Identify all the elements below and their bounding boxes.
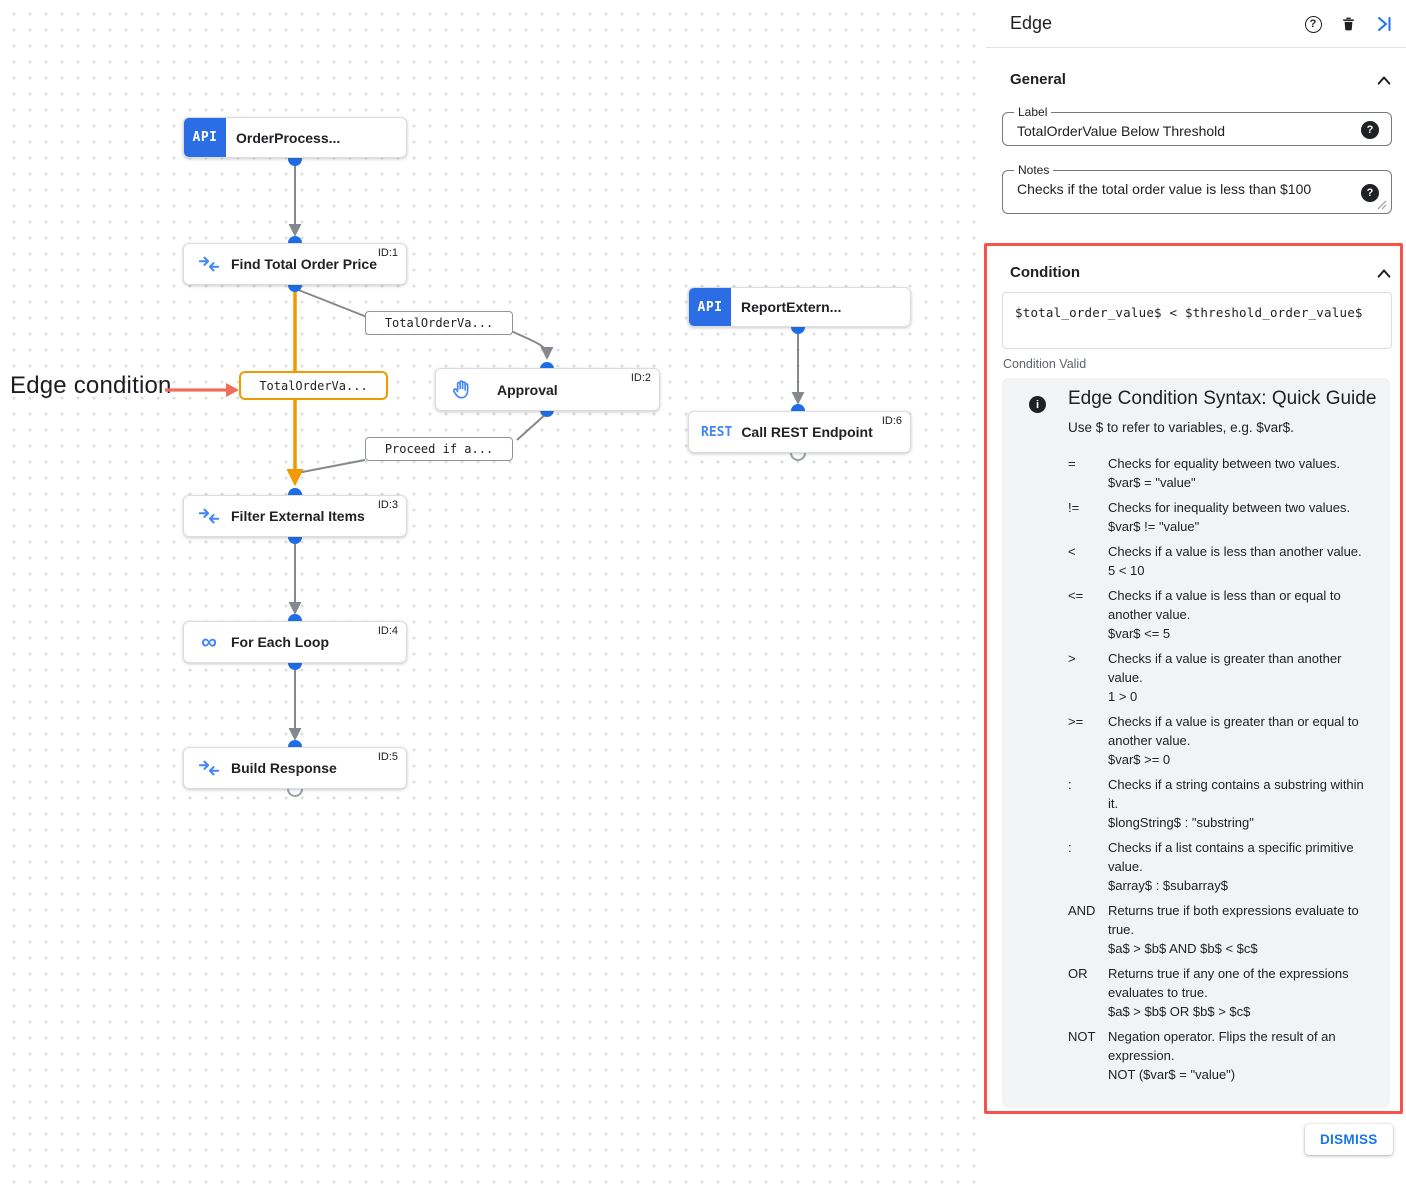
edge-config-panel: Edge ? General Label ? Notes Checks if t… xyxy=(986,0,1406,1189)
guide-title: Edge Condition Syntax: Quick Guide xyxy=(1068,388,1377,409)
guide-rule: : Checks if a string contains a substrin… xyxy=(1068,777,1364,830)
node-build-response[interactable]: Build Response ID:5 xyxy=(183,747,407,789)
guide-rule: NOT Negation operator. Flips the result … xyxy=(1068,1029,1336,1082)
edge-approval-label xyxy=(516,412,548,441)
node-title: OrderProcess... xyxy=(236,129,341,146)
field-help-icon[interactable]: ? xyxy=(1361,121,1379,139)
guide-intro: Use $ to refer to variables, e.g. $var$. xyxy=(1068,420,1294,435)
annotation-arrow-icon xyxy=(165,383,239,397)
guide-rule: > Checks if a value is greater than anot… xyxy=(1068,651,1342,704)
edge-findtotal-label xyxy=(295,288,373,320)
node-title: Approval xyxy=(497,381,558,398)
label-input[interactable] xyxy=(1003,113,1391,145)
help-icon[interactable]: ? xyxy=(1303,14,1323,34)
node-title: Filter External Items xyxy=(231,508,365,524)
node-id: ID:5 xyxy=(377,751,398,763)
edge-label-condition[interactable]: TotalOrderVa... xyxy=(239,371,388,400)
guide-rule: = Checks for equality between two values… xyxy=(1068,456,1340,490)
edge-label-to-approval[interactable]: TotalOrderVa... xyxy=(365,311,513,335)
field-help-icon[interactable]: ? xyxy=(1361,184,1379,202)
edge-label-from-approval[interactable]: Proceed if a... xyxy=(365,437,513,461)
rest-icon: REST xyxy=(701,424,733,440)
guide-rule: < Checks if a value is less than another… xyxy=(1068,544,1362,578)
api-badge: API xyxy=(184,118,226,157)
panel-header: Edge ? xyxy=(986,0,1406,48)
general-section-heading: General xyxy=(1010,71,1066,88)
node-filter-external-items[interactable]: Filter External Items ID:3 xyxy=(183,495,407,537)
node-id: ID:3 xyxy=(377,499,398,511)
guide-rule: != Checks for inequality between two val… xyxy=(1068,500,1351,534)
node-for-each-loop[interactable]: ∞ For Each Loop ID:4 xyxy=(183,621,407,663)
guide-rule: AND Returns true if both expressions eva… xyxy=(1068,903,1359,956)
hand-icon xyxy=(449,378,473,402)
chevron-up-icon[interactable] xyxy=(1376,266,1392,282)
label-field[interactable]: Label ? xyxy=(1002,105,1392,146)
panel-title: Edge xyxy=(1010,13,1053,33)
node-title: Call REST Endpoint xyxy=(741,424,873,440)
notes-field-label: Notes xyxy=(1014,163,1054,177)
notes-input[interactable]: Checks if the total order value is less … xyxy=(1003,171,1391,213)
edge-label-approval xyxy=(510,330,554,360)
label-field-label: Label xyxy=(1014,105,1052,119)
guide-rule: OR Returns true if any one of the expres… xyxy=(1068,966,1349,1019)
node-find-total-order-price[interactable]: Find Total Order Price ID:1 xyxy=(183,243,407,285)
node-id: ID:6 xyxy=(881,415,902,427)
guide-rule: <= Checks if a value is less than or equ… xyxy=(1068,588,1341,641)
guide-rule: >= Checks if a value is greater than or … xyxy=(1068,714,1359,767)
data-mapping-icon xyxy=(197,252,221,276)
node-report-extern[interactable]: API ReportExtern... xyxy=(688,287,911,327)
condition-expression-box[interactable]: $total_order_value$ < $threshold_order_v… xyxy=(1002,292,1392,349)
data-mapping-icon xyxy=(197,504,221,528)
collapse-panel-icon[interactable] xyxy=(1374,14,1394,34)
delete-icon[interactable] xyxy=(1338,14,1358,34)
notes-field[interactable]: Notes Checks if the total order value is… xyxy=(1002,163,1392,214)
guide-rule: : Checks if a list contains a specific p… xyxy=(1068,840,1354,893)
edge-label-merge xyxy=(296,459,366,474)
node-approval[interactable]: Approval ID:2 xyxy=(435,368,660,411)
api-badge: API xyxy=(689,288,731,326)
condition-syntax-guide: i Edge Condition Syntax: Quick Guide Use… xyxy=(1002,378,1390,1108)
loop-icon: ∞ xyxy=(201,629,217,654)
node-id: ID:4 xyxy=(377,625,398,637)
node-id: ID:1 xyxy=(377,247,398,259)
condition-section-heading: Condition xyxy=(1010,264,1080,281)
data-mapping-icon xyxy=(197,756,221,780)
node-order-process[interactable]: API OrderProcess... xyxy=(183,117,407,158)
node-title: Build Response xyxy=(231,760,337,776)
condition-status: Condition Valid xyxy=(1003,357,1087,371)
node-title: For Each Loop xyxy=(231,634,329,650)
node-id: ID:2 xyxy=(630,372,651,384)
guide-rules: = Checks for equality between two values… xyxy=(1068,454,1376,1090)
workflow-canvas[interactable]: API OrderProcess... Find Total Order Pri… xyxy=(0,0,980,1189)
info-icon: i xyxy=(1029,396,1046,413)
workflow-edges xyxy=(286,152,806,797)
node-title: Find Total Order Price xyxy=(231,256,377,272)
resize-handle-icon[interactable] xyxy=(1377,200,1387,210)
condition-input[interactable]: $total_order_value$ < $threshold_order_v… xyxy=(1003,293,1391,348)
node-title: ReportExtern... xyxy=(741,299,842,315)
chevron-up-icon[interactable] xyxy=(1376,73,1392,89)
dismiss-button[interactable]: DISMISS xyxy=(1305,1124,1393,1155)
node-call-rest-endpoint[interactable]: REST Call REST Endpoint ID:6 xyxy=(688,411,911,453)
edge-condition-annotation: Edge condition xyxy=(10,372,172,399)
